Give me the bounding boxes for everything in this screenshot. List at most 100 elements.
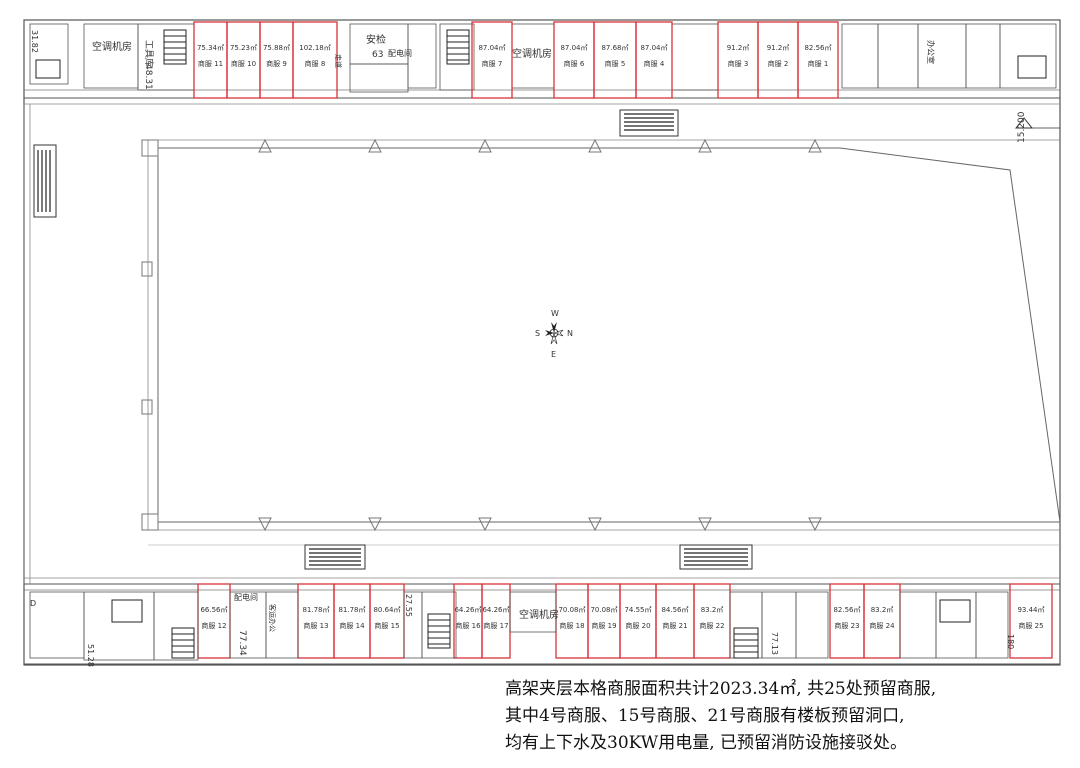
retail-unit-name: 商服 13 <box>303 621 328 630</box>
retail-unit-area: 83.2㎡ <box>871 606 894 614</box>
retail-unit-area: 70.08㎡ <box>558 606 585 614</box>
retail-unit-area: 82.56㎡ <box>804 44 831 52</box>
note-line-3: 均有上下水及30KW用电量, 已预留消防设施接驳处。 <box>505 733 908 753</box>
room-labels: 空调机房 空调机房 空调机房 安检 63 工具库 48.31 31.82 77.… <box>30 30 1015 667</box>
tools-room: 工具库 <box>143 40 155 67</box>
retail-unit-area: 83.2㎡ <box>701 606 724 614</box>
retail-unit-border <box>481 583 511 659</box>
retail-unit-area: 81.78㎡ <box>338 606 365 614</box>
escalator-top <box>619 109 679 137</box>
retail-unit-name: 商服 22 <box>699 621 724 630</box>
bottom-area-d: 77.13 <box>770 632 779 655</box>
retail-unit-name: 商服 18 <box>559 621 584 630</box>
tools-area: 48.31 <box>143 64 153 90</box>
top-rooms <box>29 23 1057 93</box>
retail-unit-name: 商服 3 <box>728 59 749 68</box>
compass-s: S <box>535 329 540 338</box>
retail-unit-area: 87.04㎡ <box>640 44 667 52</box>
retail-unit-name: 商服 5 <box>605 59 626 68</box>
retail-unit-area: 91.2㎡ <box>727 44 750 52</box>
bottom-rooms <box>29 591 1009 661</box>
retail-unit-border <box>587 583 621 659</box>
top-band <box>23 19 1061 99</box>
retail-unit-area: 87.04㎡ <box>478 44 505 52</box>
retail-unit-area: 93.44㎡ <box>1017 606 1044 614</box>
note-line-1: 高架夹层本格商服面积共计2023.34㎡, 共25处预留商服, <box>505 679 937 699</box>
retail-unit-name: 商服 19 <box>591 621 616 630</box>
compass-rose: W S N E <box>535 309 573 359</box>
bottom-area-c: 51.28 <box>86 644 95 667</box>
retail-unit-area: 87.68㎡ <box>601 44 628 52</box>
security-room: 安检 <box>366 33 386 46</box>
retail-unit-area: 70.08㎡ <box>590 606 617 614</box>
retail-unit-name: 商服 11 <box>198 59 223 68</box>
retail-unit-border <box>863 583 901 659</box>
retail-unit-area: 80.64㎡ <box>373 606 400 614</box>
office-room: 办公室 <box>926 40 936 64</box>
retail-unit-name: 商服 15 <box>374 621 399 630</box>
retail-unit-border <box>1009 583 1053 659</box>
retail-unit-area: 91.2㎡ <box>767 44 790 52</box>
retail-unit-name: 商服 7 <box>482 59 503 68</box>
retail-unit-name: 商服 6 <box>564 59 585 68</box>
retail-unit-name: 商服 4 <box>644 59 665 68</box>
retail-unit-name: 商服 16 <box>455 621 481 630</box>
retail-unit-border <box>297 583 335 659</box>
retail-unit-border <box>619 583 657 659</box>
retail-unit-name: 商服 2 <box>768 59 789 68</box>
retail-unit-border <box>369 583 405 659</box>
columns <box>141 138 822 532</box>
elevation-marker: 15.200 <box>1014 111 1060 143</box>
retail-unit-area: 82.56㎡ <box>833 606 860 614</box>
retail-unit-name: 商服 20 <box>625 621 650 630</box>
retail-unit-name: 商服 14 <box>339 621 365 630</box>
retail-unit-name: 商服 9 <box>266 59 287 68</box>
compass-w: W <box>551 309 559 318</box>
retail-unit-name: 商服 25 <box>1018 621 1043 630</box>
retail-unit-area: 74.55㎡ <box>624 606 651 614</box>
electric-room-bottom: 配电间 <box>234 592 258 602</box>
retail-unit-area: 102.18㎡ <box>299 44 331 52</box>
retail-unit-border <box>635 21 673 99</box>
aircon-room-top-2: 空调机房 <box>512 47 552 60</box>
bottom-area-b: 27.55 <box>404 594 413 617</box>
retail-unit-border <box>829 583 865 659</box>
stairs-bottom <box>111 599 971 659</box>
retail-unit-name: 商服 23 <box>834 621 859 630</box>
left-top-area: 31.82 <box>30 30 39 53</box>
retail-unit-area: 75.34㎡ <box>197 44 224 52</box>
retail-unit-area: 75.88㎡ <box>263 44 290 52</box>
bottom-band <box>23 583 1061 665</box>
escalator-bottom-left <box>304 544 366 570</box>
bottom-left-d: D <box>30 599 36 608</box>
passenger-office: 客运办公 <box>268 604 277 632</box>
retail-unit-name: 商服 21 <box>662 621 687 630</box>
retail-unit-name: 商服 1 <box>808 59 829 68</box>
retail-unit-border <box>471 21 513 99</box>
aircon-room-top-1: 空调机房 <box>92 40 132 53</box>
building-outline <box>23 19 1061 666</box>
